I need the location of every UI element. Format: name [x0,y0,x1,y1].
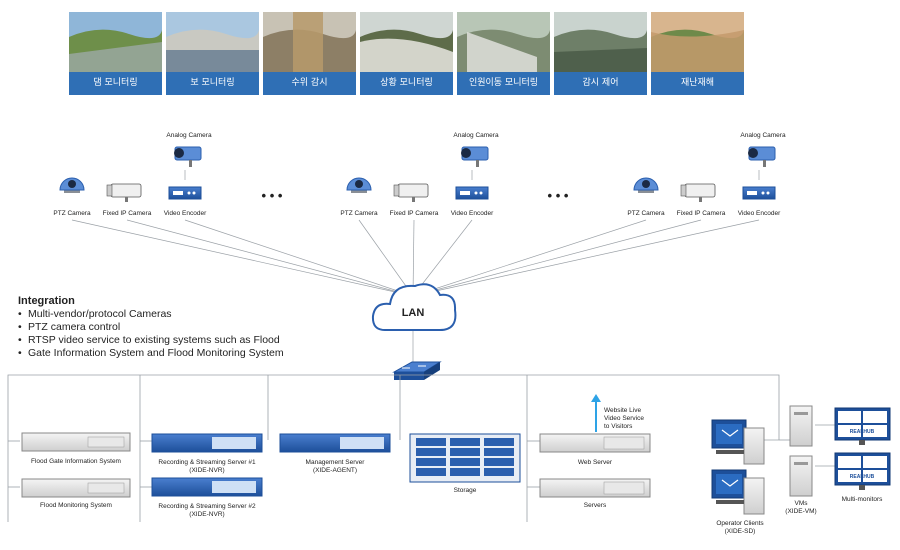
photo-caption: 재난재해 [651,72,744,95]
recording-server-2-sub: (XIDE-NVR) [189,511,224,518]
brand-label-1: REALHUB [850,429,875,435]
management-server-label: Management Server [306,459,366,466]
analog-camera-label: Analog Camera [453,132,499,139]
photo-image [554,12,647,72]
video-encoder-icon [168,186,202,200]
analog-camera-icon [747,146,776,168]
upload-arrow [591,394,601,432]
recording-server-1: Recording & Streaming Server #1 (XIDE-NV… [151,433,263,474]
photo-image [166,12,259,72]
storage-label: Storage [454,487,477,494]
fixed-ip-camera-icon [106,183,142,203]
fixed-ip-camera-label: Fixed IP Camera [677,210,726,217]
operator-sub: (XIDE-SD) [725,528,756,535]
video-encoder-label: Video Encoder [738,210,781,217]
multi-monitor-2: REALHUB [834,452,891,490]
ptz-camera-label: PTZ Camera [627,210,665,217]
monitors-label: Multi-monitors [842,496,884,503]
analog-camera-label: Analog Camera [166,132,212,139]
integration-item: RTSP video service to existing systems s… [18,334,348,347]
website-note-1: Website Live [604,407,641,414]
integration-title: Integration [18,295,75,307]
photo-caption: 상황 모니터링 [360,72,453,95]
fixed-ip-camera-label: Fixed IP Camera [390,210,439,217]
servers-group: Servers [539,478,651,509]
lan-cloud: LAN [371,283,457,331]
ptz-camera-icon [633,177,659,194]
multi-monitor-1: REALHUB [834,407,891,445]
operator-label: Operator Clients [716,520,764,527]
recording-server-1-sub: (XIDE-NVR) [189,467,224,474]
recording-server-2: Recording & Streaming Server #2 (XIDE-NV… [151,477,263,518]
integration-item: PTZ camera control [18,321,348,334]
ellipsis-2: • • • [548,188,569,203]
flood-monitoring-server: Flood Monitoring System [21,478,131,509]
vm-tower-2 [789,455,813,497]
website-note-2: Video Service [604,415,644,422]
lan-label: LAN [402,307,425,319]
photo-image [651,12,744,72]
photo-weir: 보 모니터링 [166,12,259,95]
video-encoder-label: Video Encoder [164,210,207,217]
web-server-label: Web Server [578,459,613,466]
storage: Storage [409,433,521,494]
video-encoder-icon [742,186,776,200]
integration-item: Multi-vendor/protocol Cameras [18,308,348,321]
vms-sub: (XIDE-VM) [785,508,816,515]
ptz-camera-icon [346,177,372,194]
fixed-ip-camera-label: Fixed IP Camera [103,210,152,217]
connection-lines [71,170,760,362]
fixed-ip-camera-icon [680,183,716,203]
photo-disaster: 재난재해 [651,12,744,95]
flood-gate-server: Flood Gate Information System [21,432,131,465]
photo-control: 감시 제어 [554,12,647,95]
photo-image [360,12,453,72]
ptz-camera-label: PTZ Camera [340,210,378,217]
flood-gate-label: Flood Gate Information System [31,458,121,465]
photo-image [69,12,162,72]
photo-caption: 인원이동 모니터링 [457,72,550,95]
servers-label: Servers [584,502,607,509]
photo-water-level: 수위 감시 [263,12,356,95]
vms-label: VMs [795,500,809,507]
recording-server-2-label: Recording & Streaming Server #2 [158,503,256,510]
fixed-ip-camera-icon [393,183,429,203]
ptz-camera-icon [59,177,85,194]
network-switch [392,361,442,380]
analog-camera-label: Analog Camera [740,132,786,139]
photo-caption: 수위 감시 [263,72,356,95]
video-encoder-label: Video Encoder [451,210,494,217]
photo-image [263,12,356,72]
photo-caption: 댐 모니터링 [69,72,162,95]
photo-people: 인원이동 모니터링 [457,12,550,95]
photo-dam: 댐 모니터링 [69,12,162,95]
photo-caption: 감시 제어 [554,72,647,95]
web-server: Web Server [539,433,651,466]
photo-situation: 상황 모니터링 [360,12,453,95]
photo-image [457,12,550,72]
integration-item: Gate Information System and Flood Monito… [18,347,348,360]
recording-server-1-label: Recording & Streaming Server #1 [158,459,256,466]
management-server: Management Server (XIDE-AGENT) [279,433,391,474]
analog-camera-icon [460,146,489,168]
vm-tower-1 [789,405,813,447]
integration-block: Integration Multi-vendor/protocol Camera… [18,295,348,360]
operator-client-1 [711,419,765,465]
management-server-sub: (XIDE-AGENT) [313,467,357,474]
website-note-3: to Visitors [604,423,633,430]
video-encoder-icon [455,186,489,200]
operator-client-2 [711,469,765,515]
brand-label-2: REALHUB [850,474,875,480]
photo-strip: 댐 모니터링 보 모니터링 수위 감시 상황 모니터링 [0,0,900,100]
ptz-camera-label: PTZ Camera [53,210,91,217]
analog-camera-icon [173,146,202,168]
flood-monitoring-label: Flood Monitoring System [40,502,112,509]
photo-caption: 보 모니터링 [166,72,259,95]
ellipsis-1: • • • [262,188,283,203]
